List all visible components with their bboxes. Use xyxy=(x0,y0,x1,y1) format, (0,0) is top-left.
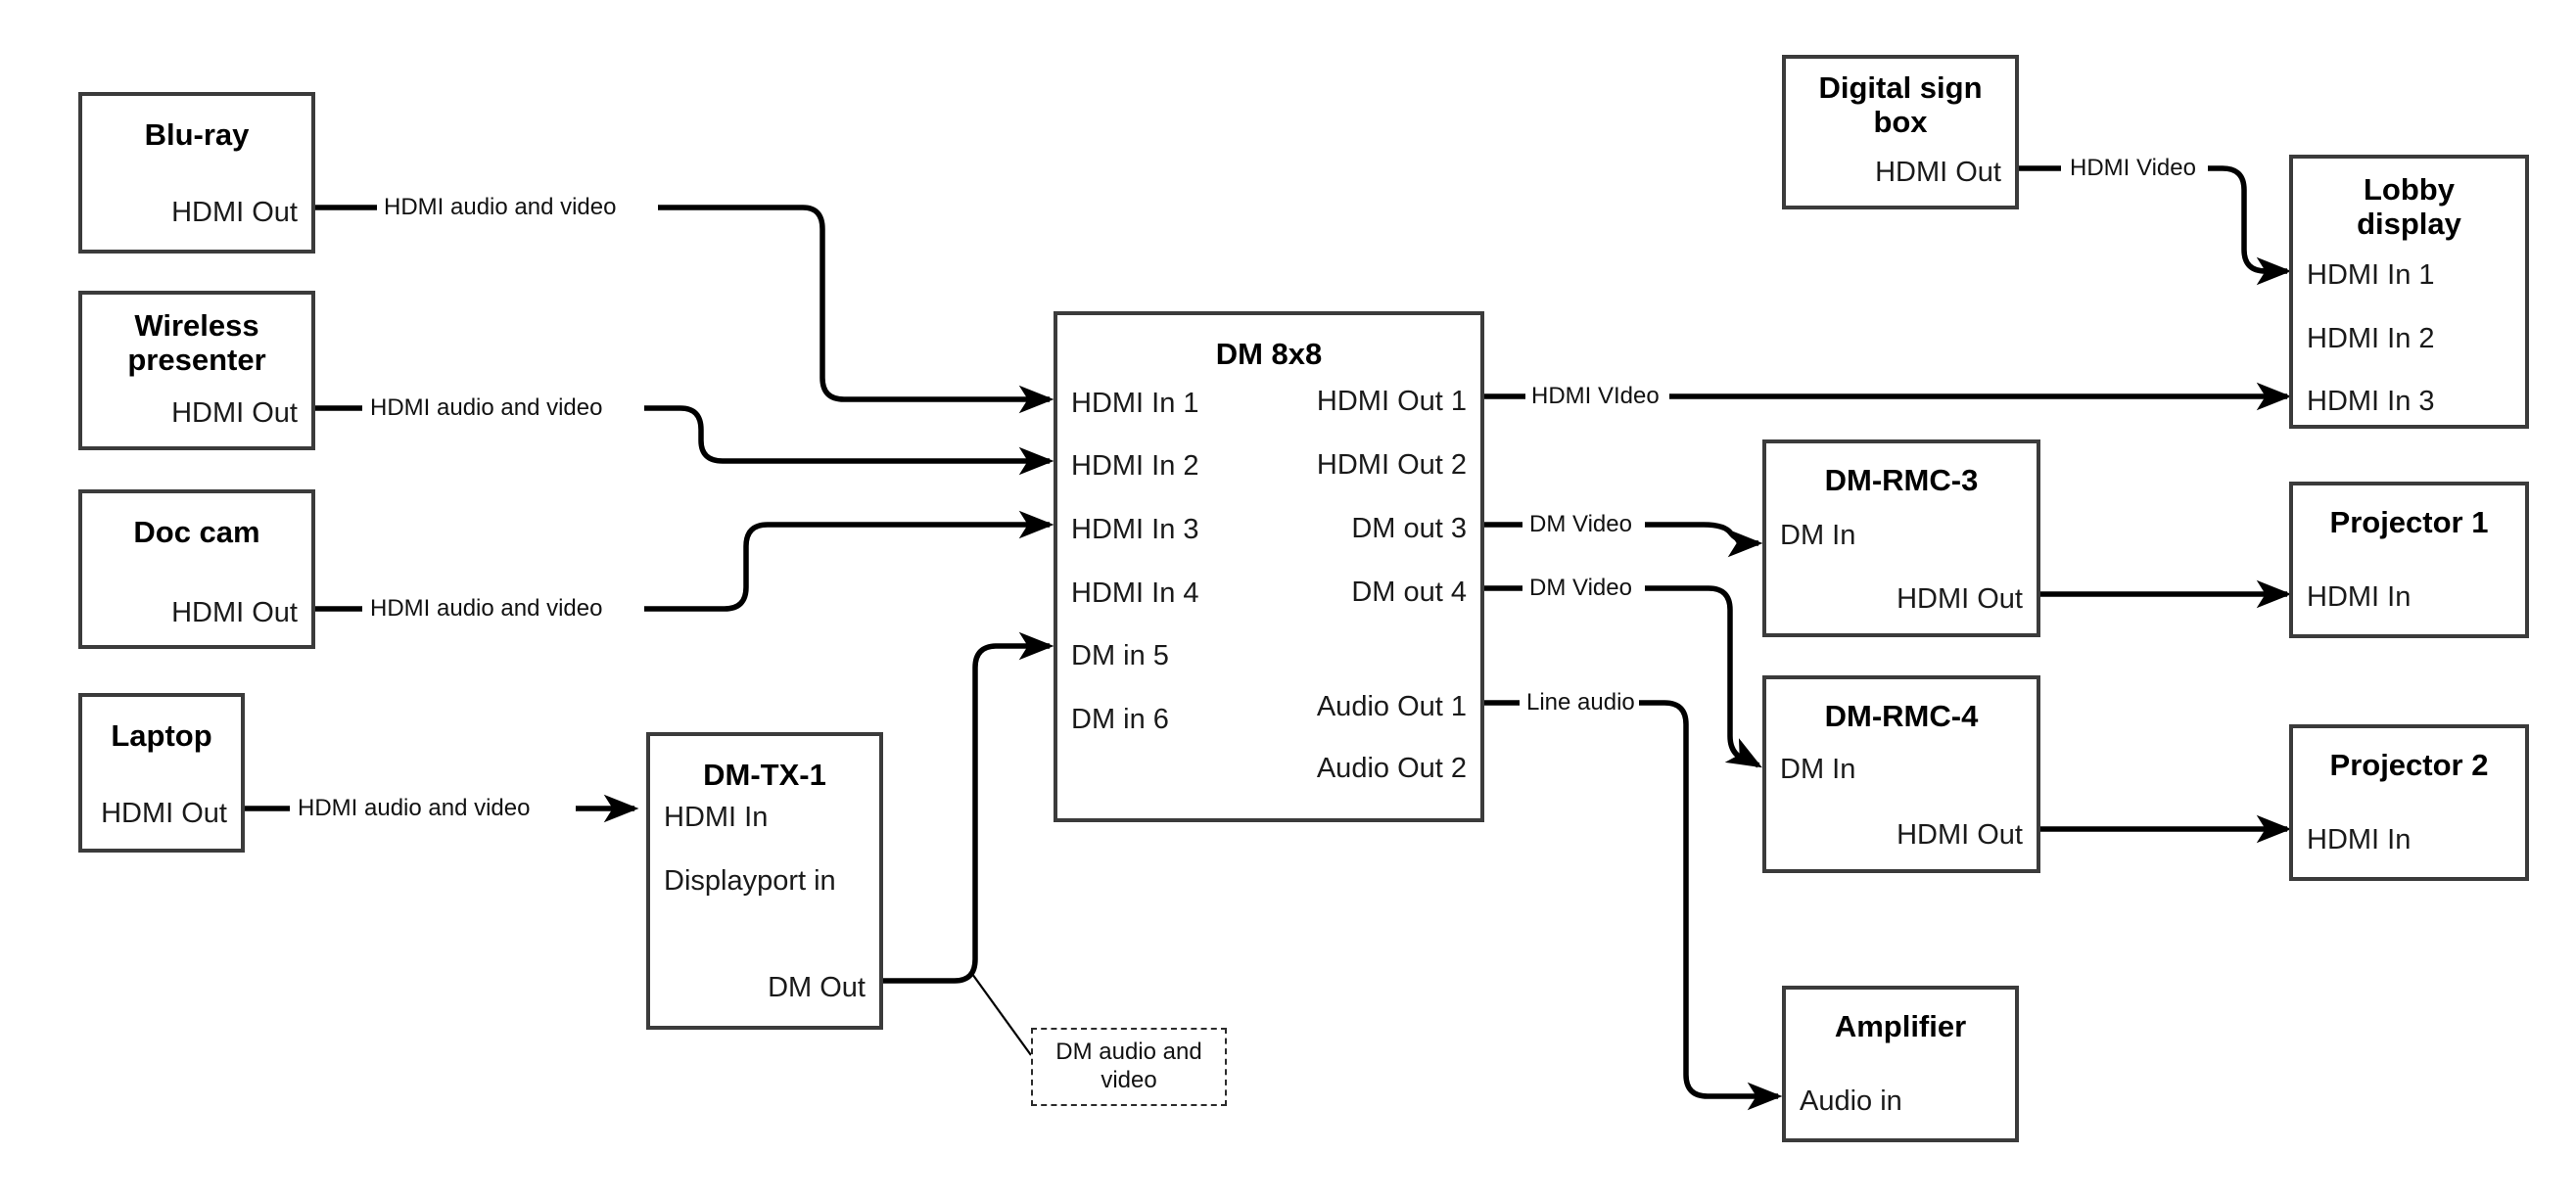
wire-dm8x8-out4-to-rmc4-run xyxy=(1645,585,1762,768)
node-dm-rmc-4-port-hdmi-out: HDMI Out xyxy=(1897,819,2023,851)
leader-line-dm-callout xyxy=(971,973,1032,1056)
node-doc-cam-port-hdmi-out: HDMI Out xyxy=(171,597,298,628)
node-laptop[interactable]: Laptop HDMI Out xyxy=(78,693,245,853)
wire-label-doccam-to-dm8x8: HDMI audio and video xyxy=(366,597,607,621)
wire-label-dm8x8-out4-to-rmc4: DM Video xyxy=(1525,577,1636,600)
wire-label-dm8x8-out1-to-lobby: HDMI VIdeo xyxy=(1527,385,1663,408)
node-bluray-port-hdmi-out: HDMI Out xyxy=(171,197,298,228)
wire-label-wireless-to-dm8x8: HDMI audio and video xyxy=(366,396,607,420)
wire-dm8x8-audio-to-amp-run xyxy=(1633,700,1783,1111)
node-dm-tx-1-title: DM-TX-1 xyxy=(703,758,826,792)
node-dm-8x8-output-4: DM out 4 xyxy=(1351,577,1467,608)
node-dm-8x8-output-6: Audio Out 2 xyxy=(1316,753,1467,784)
wire-label-signbox-to-lobby: HDMI Video xyxy=(2066,157,2200,180)
node-lobby-display-title-line1: Lobby xyxy=(2364,172,2455,207)
node-dm-tx-1-port-displayport-in: Displayport in xyxy=(664,865,836,897)
wire-signbox-to-lobby-run xyxy=(2208,165,2292,286)
node-projector-1-port-hdmi-in: HDMI In xyxy=(2307,581,2412,613)
node-dm-tx-1[interactable]: DM-TX-1 HDMI In Displayport in DM Out xyxy=(646,732,883,1030)
node-projector-2[interactable]: Projector 2 HDMI In xyxy=(2289,724,2529,881)
node-projector-2-title: Projector 2 xyxy=(2329,748,2489,782)
wire-wireless-to-dm8x8-run xyxy=(644,405,1054,476)
node-dm-rmc-4-title: DM-RMC-4 xyxy=(1824,699,1979,733)
node-amplifier[interactable]: Amplifier Audio in xyxy=(1782,986,2019,1142)
node-laptop-port-hdmi-out: HDMI Out xyxy=(101,798,227,829)
node-dm-tx-1-port-hdmi-in: HDMI In xyxy=(664,802,769,833)
node-digital-sign-box-title-line1: Digital sign xyxy=(1818,70,1983,105)
node-lobby-display-title-line2: display xyxy=(2357,207,2461,241)
node-projector-1-title: Projector 1 xyxy=(2329,505,2489,539)
wire-bluray-to-dm8x8-run xyxy=(658,205,1054,414)
wire-label-bluray-to-dm8x8: HDMI audio and video xyxy=(380,196,621,219)
node-dm-rmc-4[interactable]: DM-RMC-4 DM In HDMI Out xyxy=(1762,675,2040,873)
node-dm-8x8-output-2: HDMI Out 2 xyxy=(1316,449,1467,481)
node-lobby-display-input-3: HDMI In 3 xyxy=(2307,386,2435,417)
node-digital-sign-box-title-line2: box xyxy=(1873,105,1928,139)
wire-label-dm8x8-out3-to-rmc3: DM Video xyxy=(1525,513,1636,536)
node-dm-rmc-3-title: DM-RMC-3 xyxy=(1824,463,1979,497)
node-dm-8x8-title: DM 8x8 xyxy=(1215,337,1323,371)
node-bluray-title: Blu-ray xyxy=(144,117,250,152)
node-projector-1[interactable]: Projector 1 HDMI In xyxy=(2289,482,2529,638)
node-digital-sign-box-port-hdmi-out: HDMI Out xyxy=(1875,157,2001,188)
node-dm-8x8-input-6: DM in 6 xyxy=(1071,704,1169,735)
wire-dm8x8-out3-to-rmc3-run xyxy=(1645,522,1763,558)
node-doc-cam[interactable]: Doc cam HDMI Out xyxy=(78,489,315,649)
node-dm-8x8-input-4: HDMI In 4 xyxy=(1071,577,1199,609)
node-amplifier-port-audio-in: Audio in xyxy=(1800,1086,1902,1117)
node-wireless-presenter-port-hdmi-out: HDMI Out xyxy=(171,397,298,429)
node-doc-cam-title: Doc cam xyxy=(133,515,260,549)
node-wireless-presenter-title-line1: Wireless xyxy=(134,308,259,343)
node-dm-8x8-input-2: HDMI In 2 xyxy=(1071,450,1199,482)
node-dm-rmc-3-port-dm-in: DM In xyxy=(1780,520,1856,551)
wire-label-dm-audio-to-amp: Line audio xyxy=(1522,691,1639,715)
wire-dmtx1-to-dm8x8 xyxy=(883,631,1054,984)
node-lobby-display-input-2: HDMI In 2 xyxy=(2307,323,2435,354)
node-bluray[interactable]: Blu-ray HDMI Out xyxy=(78,92,315,254)
node-dm-rmc-4-port-dm-in: DM In xyxy=(1780,754,1856,785)
node-wireless-presenter[interactable]: Wireless presenter HDMI Out xyxy=(78,291,315,450)
node-dm-rmc-3-port-hdmi-out: HDMI Out xyxy=(1897,583,2023,615)
node-dm-8x8-output-3: DM out 3 xyxy=(1351,513,1467,544)
node-digital-sign-box[interactable]: Digital sign box HDMI Out xyxy=(1782,55,2019,209)
node-amplifier-title: Amplifier xyxy=(1834,1009,1967,1043)
node-dm-rmc-3[interactable]: DM-RMC-3 DM In HDMI Out xyxy=(1762,439,2040,637)
node-dm-8x8[interactable]: DM 8x8 HDMI In 1 HDMI In 2 HDMI In 3 HDM… xyxy=(1054,311,1484,822)
node-lobby-display-input-1: HDMI In 1 xyxy=(2307,259,2435,291)
node-projector-2-port-hdmi-in: HDMI In xyxy=(2307,824,2412,855)
wire-label-laptop-to-dmtx1: HDMI audio and video xyxy=(294,797,535,820)
node-dm-tx-1-port-dm-out: DM Out xyxy=(768,972,866,1003)
node-laptop-title: Laptop xyxy=(111,718,212,753)
node-dm-8x8-input-5: DM in 5 xyxy=(1071,640,1169,671)
node-dm-8x8-output-1: HDMI Out 1 xyxy=(1316,386,1467,417)
node-dm-8x8-output-5: Audio Out 1 xyxy=(1316,691,1467,722)
node-dm-8x8-input-3: HDMI In 3 xyxy=(1071,514,1199,545)
node-wireless-presenter-title-line2: presenter xyxy=(127,343,266,377)
callout-dm-audio-and-video: DM audio and video xyxy=(1031,1028,1227,1106)
node-lobby-display[interactable]: Lobby display HDMI In 1 HDMI In 2 HDMI I… xyxy=(2289,155,2529,429)
wire-doccam-to-dm8x8-run xyxy=(644,510,1054,612)
node-dm-8x8-input-1: HDMI In 1 xyxy=(1071,388,1199,419)
